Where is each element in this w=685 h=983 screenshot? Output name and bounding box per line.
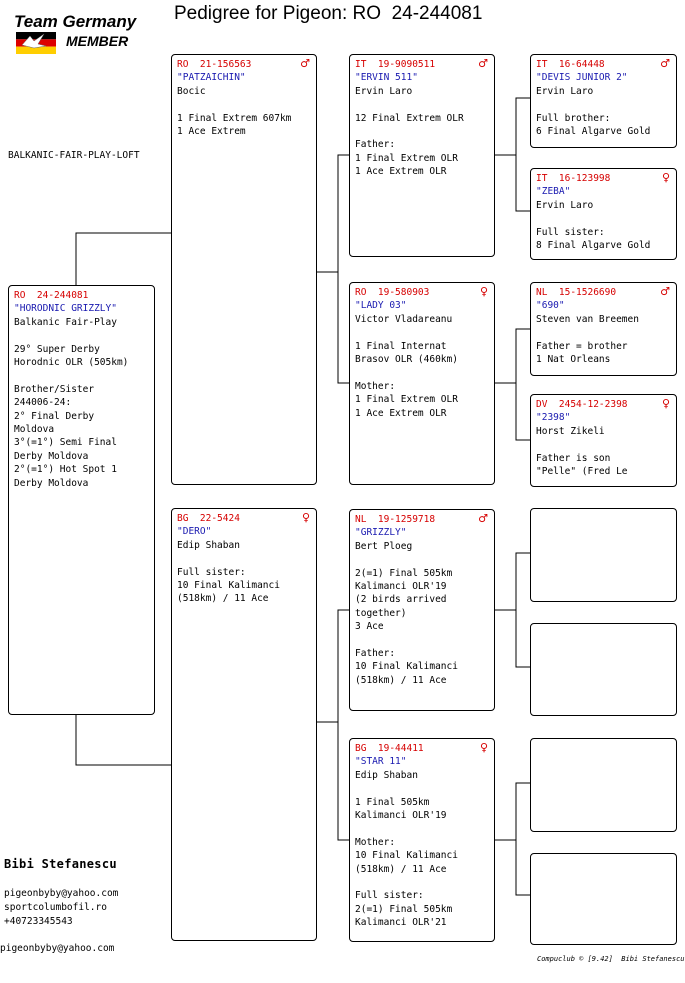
male-symbol-icon: ♂ [300,57,310,70]
pigeon-card-mff[interactable] [530,508,677,602]
ring-number: IT 19-9090511 [355,59,436,70]
female-symbol-icon: ♀ [479,741,488,754]
male-symbol-icon: ♂ [660,285,670,298]
pigeon-card-mmf[interactable] [530,738,677,832]
ring-number: NL 19-1259718 [355,514,436,525]
pigeon-name: "HORODNIC GRIZZLY" [14,303,117,315]
pigeon-info: 1 Final Internat Brasov OLR (460km) Moth… [355,340,458,419]
pigeon-name: "DERO" [177,526,212,538]
ring-number: NL 15-1526690 [536,287,617,298]
pigeon-card-father[interactable]: RO 21-156563 ♂ "PATZAICHIN" Bocic 1 Fina… [171,54,317,485]
female-symbol-icon: ♀ [479,285,488,298]
ring-number: RO 24-244081 [14,290,89,301]
owner-name: Ervin Laro [536,85,594,97]
ring-number: BG 19-44411 [355,743,424,754]
ring-number: IT 16-123998 [536,173,611,184]
pigeon-name: "ZEBA" [536,186,571,198]
owner-name: Bert Ploeg [355,540,413,552]
breeder-email-secondary[interactable]: pigeonbyby@yahoo.com [0,943,115,954]
pigeon-info: 2(=1) Final 505km Kalimanci OLR'19 (2 bi… [355,567,458,686]
pigeon-info: Full brother: 6 Final Algarve Gold [536,112,651,138]
ring-number: IT 16-64448 [536,59,605,70]
pigeon-card-fmm[interactable]: DV 2454-12-2398 ♀ "2398" Horst Zikeli Fa… [530,394,677,487]
german-flag-dove-icon [16,32,56,54]
pigeon-card-ff[interactable]: IT 19-9090511 ♂ "ERVIN 511" Ervin Laro 1… [349,54,495,257]
breeder-phone: +40723345543 [4,916,73,927]
owner-name: Bocic [177,85,206,97]
owner-name: Ervin Laro [536,199,594,211]
owner-name: Victor Vladareanu [355,313,453,325]
pigeon-card-fmf[interactable]: NL 15-1526690 ♂ "690" Steven van Breemen… [530,282,677,376]
pigeon-card-subject[interactable]: RO 24-244081 "HORODNIC GRIZZLY" Balkanic… [8,285,155,715]
pigeon-name: "LADY 03" [355,300,407,312]
team-germany-logo: Team Germany MEMBER [12,12,152,56]
pigeon-info: 1 Final 505km Kalimanci OLR'19 Mother: 1… [355,796,458,929]
pigeon-card-mfm[interactable] [530,623,677,716]
logo-text-team: Team Germany [14,12,137,31]
male-symbol-icon: ♂ [660,57,670,70]
owner-name: Horst Zikeli [536,425,605,437]
pigeon-card-mm[interactable]: BG 19-44411 ♀ "STAR 11" Edip Shaban 1 Fi… [349,738,495,942]
pigeon-card-fff[interactable]: IT 16-64448 ♂ "DEVIS JUNIOR 2" Ervin Lar… [530,54,677,148]
pigeon-name: "690" [536,300,565,312]
owner-name: Edip Shaban [355,769,418,781]
male-symbol-icon: ♂ [478,512,488,525]
ring-number: DV 2454-12-2398 [536,399,628,410]
pigeon-info: Full sister: 10 Final Kalimanci (518km) … [177,566,280,605]
pigeon-card-ffm[interactable]: IT 16-123998 ♀ "ZEBA" Ervin Laro Full si… [530,168,677,260]
pigeon-card-mother[interactable]: BG 22-5424 ♀ "DERO" Edip Shaban Full sis… [171,508,317,941]
pigeon-card-mf[interactable]: NL 19-1259718 ♂ "GRIZZLY" Bert Ploeg 2(=… [349,509,495,711]
pigeon-info: Full sister: 8 Final Algarve Gold [536,226,651,252]
page-title: Pedigree for Pigeon: RO 24-244081 [174,3,483,24]
male-symbol-icon: ♂ [478,57,488,70]
pigeon-info: 12 Final Extrem OLR Father: 1 Final Extr… [355,112,464,178]
female-symbol-icon: ♀ [301,511,310,524]
ring-number: RO 21-156563 [177,59,252,70]
pigeon-info: Father = brother 1 Nat Orleans [536,340,628,366]
pigeon-name: "DEVIS JUNIOR 2" [536,72,628,84]
pigeon-name: "ERVIN 511" [355,72,418,84]
female-symbol-icon: ♀ [661,171,670,184]
owner-name: Balkanic Fair-Play [14,316,117,328]
pigeon-name: "GRIZZLY" [355,527,407,539]
owner-name: Ervin Laro [355,85,413,97]
pigeon-name: "STAR 11" [355,756,407,768]
ring-number: RO 19-580903 [355,287,430,298]
ring-number: BG 22-5424 [177,513,240,524]
pigeon-info: 1 Final Extrem 607km 1 Ace Extrem [177,112,292,138]
pigeon-info: 29° Super Derby Horodnic OLR (505km) Bro… [14,343,129,489]
breeder-email[interactable]: pigeonbyby@yahoo.com [4,888,119,899]
pigeon-name: "PATZAICHIN" [177,72,246,84]
pigeon-info: Father is son "Pelle" (Fred Le [536,452,628,478]
breeder-name: Bibi Stefanescu [4,857,117,871]
female-symbol-icon: ♀ [661,397,670,410]
loft-name: BALKANIC-FAIR-PLAY-LOFT [8,150,140,161]
breeder-website[interactable]: sportcolumbofil.ro [4,902,107,913]
pigeon-card-mmm[interactable] [530,853,677,945]
owner-name: Steven van Breemen [536,313,639,325]
pigeon-card-fm[interactable]: RO 19-580903 ♀ "LADY 03" Victor Vladarea… [349,282,495,485]
software-credit: Compuclub © [9.42] Bibi Stefanescu [537,955,685,963]
logo-text-member: MEMBER [66,33,129,49]
owner-name: Edip Shaban [177,539,240,551]
pigeon-name: "2398" [536,412,571,424]
